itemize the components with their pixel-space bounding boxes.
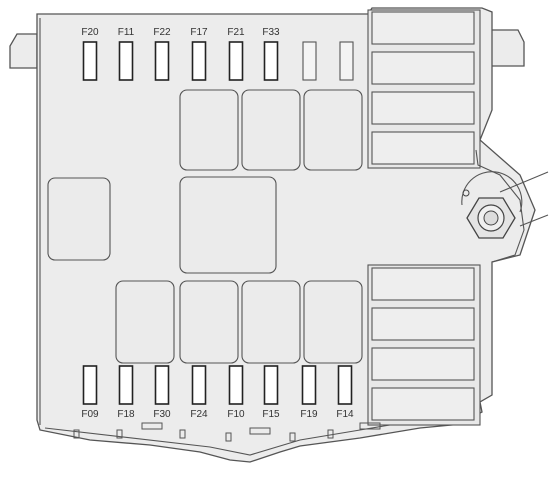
- maxi-fuse-slot: [371, 307, 475, 341]
- clip-tab: [359, 422, 381, 430]
- relay-slot-large: [179, 176, 277, 274]
- relay-slot: [179, 89, 239, 171]
- fuse-f11: [118, 41, 134, 81]
- fuse-f30: [154, 365, 170, 405]
- fuse-label-f09: F09: [81, 409, 99, 420]
- cable-line: [499, 171, 549, 193]
- relay-slot: [115, 280, 175, 364]
- fuse-f33: [263, 41, 279, 81]
- clip-tab: [327, 429, 334, 439]
- fuse-label-f15: F15: [262, 409, 280, 420]
- fuse-f21: [228, 41, 244, 81]
- maxi-fuse-slot: [371, 347, 475, 381]
- maxi-fuse-slot: [371, 91, 475, 125]
- right-mounting-tab: [489, 29, 525, 67]
- relay-slot: [241, 89, 301, 171]
- maxi-fuse-slot: [371, 51, 475, 85]
- maxi-fuse-slot: [371, 387, 475, 421]
- clip-tab: [179, 429, 186, 439]
- relay-slot: [179, 280, 239, 364]
- fuse-label-f10: F10: [227, 409, 245, 420]
- maxi-fuse-slot: [371, 131, 475, 165]
- fuse-f18: [118, 365, 134, 405]
- clip-tab: [249, 427, 271, 435]
- fuse-label-f22: F22: [153, 27, 171, 38]
- fuse-label-f30: F30: [153, 409, 171, 420]
- fuse-label-f33: F33: [262, 27, 280, 38]
- relay-slot: [303, 89, 363, 171]
- spare-fuse-slot: [339, 41, 354, 81]
- clip-tab: [116, 429, 123, 439]
- clip-tab: [289, 432, 296, 442]
- bottom-fuse-row: F09 F18 F30 F24 F10 F15 F19 F14: [81, 365, 354, 420]
- fuse-f17: [191, 41, 207, 81]
- relay-slot: [241, 280, 301, 364]
- fuse-f15: [263, 365, 279, 405]
- top-fuse-row: F20 F11 F22 F17 F21 F33: [81, 27, 280, 81]
- clip-tab: [141, 422, 163, 430]
- terminal-bolt-inner: [483, 210, 499, 226]
- cable-line: [519, 214, 549, 227]
- fuse-f24: [191, 365, 207, 405]
- fuse-label-f21: F21: [227, 27, 245, 38]
- terminal-screw: [462, 189, 470, 197]
- fuse-label-f24: F24: [190, 409, 208, 420]
- clip-tab: [225, 432, 232, 442]
- fuse-label-f14: F14: [336, 409, 354, 420]
- fuse-f22: [154, 41, 170, 81]
- relay-slot: [303, 280, 363, 364]
- fuse-label-f11: F11: [118, 27, 135, 38]
- relay-slot: [47, 177, 111, 261]
- fuse-f20: [82, 41, 98, 81]
- spare-fuse-slot: [302, 41, 317, 81]
- terminal-mount: [475, 149, 525, 263]
- left-mounting-tab: [9, 33, 38, 69]
- fuse-label-f20: F20: [81, 27, 99, 38]
- fuse-f19: [301, 365, 317, 405]
- maxi-fuse-slot: [371, 267, 475, 301]
- fuse-label-f19: F19: [300, 409, 318, 420]
- fuse-label-f17: F17: [190, 27, 208, 38]
- fuse-f09: [82, 365, 98, 405]
- fuse-f10: [228, 365, 244, 405]
- fuse-label-f18: F18: [117, 409, 135, 420]
- clip-tab: [73, 429, 80, 439]
- fuse-f14: [337, 365, 353, 405]
- maxi-fuse-slot: [371, 11, 475, 45]
